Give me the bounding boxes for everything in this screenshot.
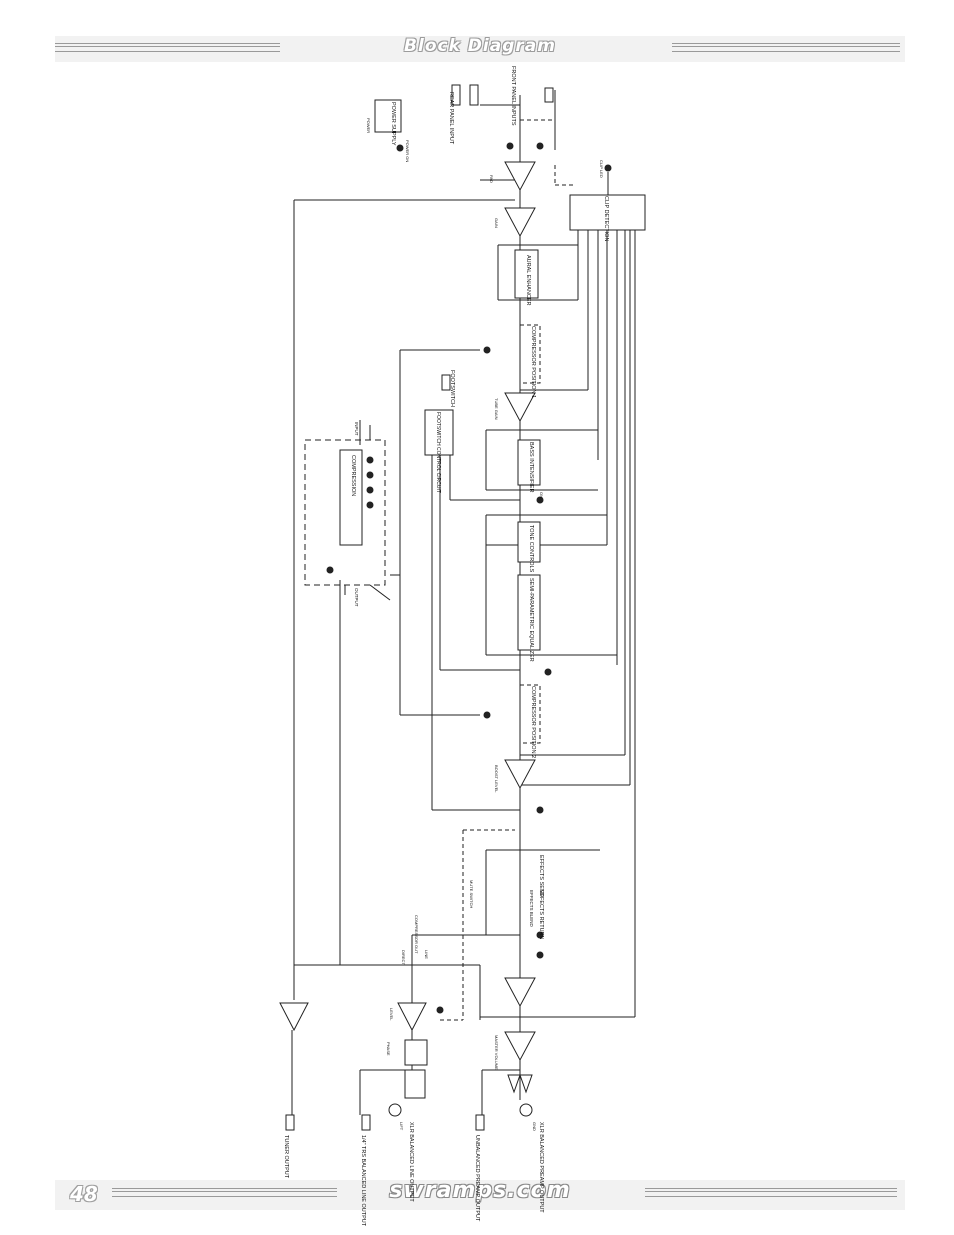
gain-amp <box>504 207 536 238</box>
compressor-out-label: COMPRESSOR OUT <box>414 915 419 954</box>
clip-led-label: CLIP LED <box>599 160 604 178</box>
compression-output-label: OUTPUT <box>354 588 359 607</box>
website-url: swramps.com <box>389 1178 571 1203</box>
compression-block <box>339 449 363 546</box>
aural-enhancer-block <box>514 249 539 299</box>
footswitch-control-block <box>424 409 454 456</box>
rear-panel-input-label: REAR PANEL INPUT <box>448 92 454 145</box>
xlr-preamp-output-label: XLR BALANCED PREAMP OUTPUT <box>538 1122 544 1213</box>
clip-led-icon <box>604 164 612 172</box>
unbalanced-preamp-output-label: UNBALANCED PREAMP OUTPUT <box>474 1135 480 1222</box>
bass-intensifier-block <box>517 439 541 486</box>
effects-send-label: EFFECTS SEND <box>538 855 544 897</box>
header-rule-right <box>672 43 900 52</box>
front-panel-inputs-label: FRONT PANEL INPUTS <box>510 66 516 126</box>
xlr-preamp-jack-icon <box>519 1103 533 1117</box>
page-number: 48 <box>70 1182 98 1206</box>
comp-position-1-label: COMPRESSOR POSITION 1 <box>530 326 536 398</box>
power-label: POWER <box>366 118 371 133</box>
boost-level-label: BOOST LEVEL <box>494 765 499 793</box>
xlr-line-jack-icon <box>388 1103 402 1117</box>
phase-label: PHASE <box>386 1042 391 1056</box>
tuner-amp <box>279 1002 309 1032</box>
compressor-position-2-box <box>519 684 541 744</box>
footer-rule-left <box>112 1188 337 1197</box>
tone-controls-label: TONE CONTROLS <box>528 525 534 573</box>
line-label: LINE <box>424 950 429 959</box>
tube-gain-label: TUBE GAIN <box>494 398 499 420</box>
page-title: Block Diagram <box>404 36 556 56</box>
clip-detection-label: CLIP DETECTION <box>603 196 609 241</box>
bass-intensifier-label: BASS INTENSIFIER <box>528 442 534 492</box>
level-label: LEVEL <box>389 1008 394 1021</box>
direct-label: DIRECT <box>401 950 406 965</box>
output-amp <box>504 977 536 1008</box>
clip-detection-block <box>569 194 646 231</box>
power-supply-block <box>374 99 402 133</box>
input-gain-amp <box>504 161 536 192</box>
comp-position-2-label: COMPRESSOR POSITION 2 <box>530 686 536 758</box>
footswitch-control-label: FOOTSWITCH CONTROL CIRCUIT <box>435 412 441 493</box>
header-rule-left <box>55 43 280 52</box>
bass-on-label: ON <box>539 492 544 498</box>
gain-label: GAIN <box>494 218 499 228</box>
master-volume-label: MASTER VOLUME <box>494 1035 499 1070</box>
parametric-eq-block <box>517 574 541 651</box>
effects-return-label: EFFECTS RETURN <box>538 890 544 940</box>
line-lift-label: LIFT <box>399 1122 404 1131</box>
master-volume-amp <box>504 1031 536 1062</box>
effects-blend-label: EFFECTS BLEND <box>529 890 534 928</box>
trs-line-output-label: 1/4" TRS BALANCED LINE OUTPUT <box>360 1135 366 1227</box>
compression-label: COMPRESSION <box>350 455 356 496</box>
aural-enhancer-label: AURAL ENHANCER <box>525 255 531 306</box>
power-led-icon <box>396 144 404 152</box>
compression-input-label: INPUT <box>354 422 359 436</box>
parametric-eq-label: SEMI-PARAMETRIC EQUALIZER <box>528 578 534 662</box>
footer-band <box>55 1180 905 1210</box>
compressor-position-1-box <box>519 324 541 384</box>
header-band <box>55 36 905 62</box>
level-amp <box>397 1002 427 1032</box>
preamp-gnd-label: GND <box>532 1122 537 1131</box>
tuner-output-label: TUNER OUTPUT <box>283 1135 289 1179</box>
mute-switch-label: MUTE SWITCH <box>469 880 474 908</box>
tube-gain-amp <box>504 392 536 423</box>
pad-label: PAD <box>489 175 494 183</box>
tone-controls-block <box>517 521 541 563</box>
power-on-label: POWER ON <box>405 140 410 162</box>
phase-switch-block <box>404 1039 428 1066</box>
xlr-line-output-label: XLR BALANCED LINE OUTPUT <box>408 1122 414 1202</box>
boost-level-amp <box>504 759 536 790</box>
power-supply-label: POWER SUPPLY <box>390 102 396 146</box>
transformer-block <box>404 1069 426 1099</box>
footswitch-label: FOOTSWITCH <box>449 370 455 407</box>
footer-rule-right <box>645 1188 897 1197</box>
